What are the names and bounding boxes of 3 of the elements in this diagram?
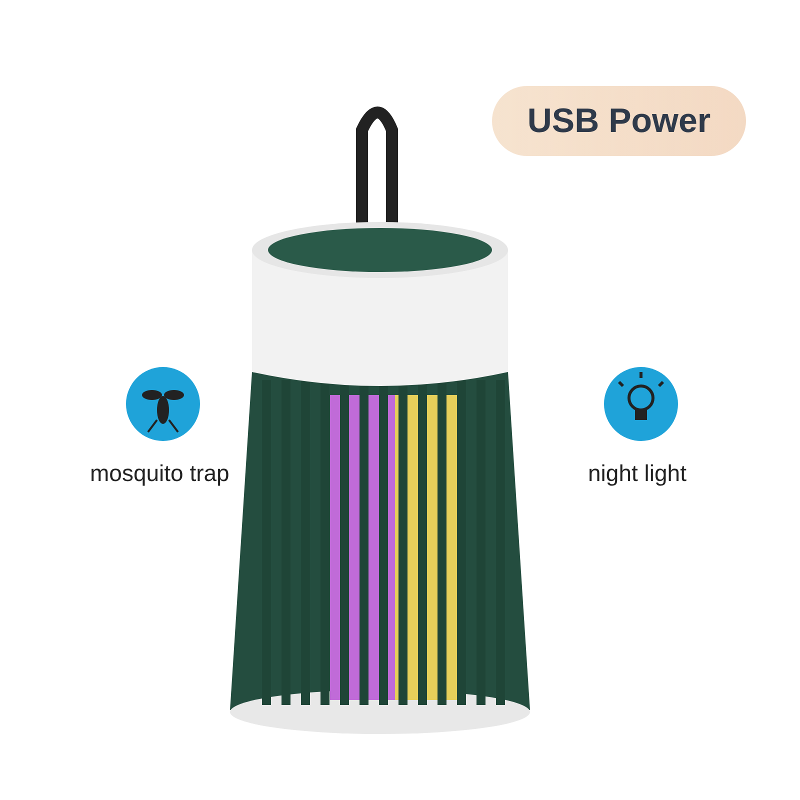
feature-badge: USB Power <box>492 86 746 156</box>
feature-label: night light <box>588 460 686 487</box>
feature-label: mosquito trap <box>90 460 230 487</box>
